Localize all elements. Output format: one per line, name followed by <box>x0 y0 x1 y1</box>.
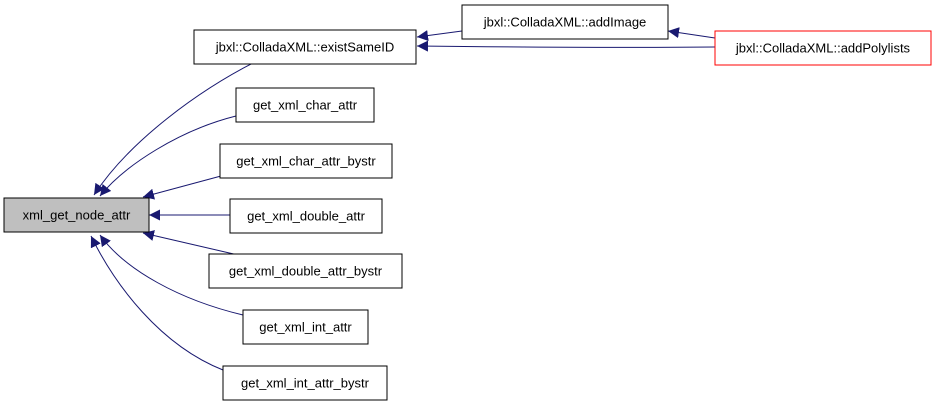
node-add-polylists-label: jbxl::ColladaXML::addPolylists <box>735 41 911 56</box>
node-exist-same-id-label: jbxl::ColladaXML::existSameID <box>215 40 394 55</box>
edge-double-attr-bystr-to-root <box>142 230 239 256</box>
node-get-char-attr-bystr-label: get_xml_char_attr_bystr <box>236 154 376 169</box>
edge-add-polylists-to-exist-same-id <box>416 40 716 52</box>
node-get-double-attr-label: get_xml_double_attr <box>247 209 365 224</box>
edge-int-attr-bystr-to-root <box>90 235 224 371</box>
node-get-double-attr[interactable]: get_xml_double_attr <box>229 198 383 234</box>
node-add-image[interactable]: jbxl::ColladaXML::addImage <box>461 4 669 40</box>
node-get-double-attr-bystr-label: get_xml_double_attr_bystr <box>229 264 383 279</box>
node-add-polylists[interactable]: jbxl::ColladaXML::addPolylists <box>714 30 932 66</box>
node-get-char-attr-bystr[interactable]: get_xml_char_attr_bystr <box>219 143 393 179</box>
edge-add-polylists-to-add-image <box>667 27 716 39</box>
node-get-int-attr-bystr[interactable]: get_xml_int_attr_bystr <box>222 365 388 401</box>
node-root[interactable]: xml_get_node_attr <box>3 197 150 233</box>
node-get-int-attr-bystr-label: get_xml_int_attr_bystr <box>241 376 370 391</box>
edge-add-image-to-exist-same-id <box>416 30 463 41</box>
node-get-char-attr-label: get_xml_char_attr <box>253 98 358 113</box>
node-get-int-attr-label: get_xml_int_attr <box>259 320 352 335</box>
node-exist-same-id[interactable]: jbxl::ColladaXML::existSameID <box>193 29 417 65</box>
node-add-image-label: jbxl::ColladaXML::addImage <box>483 15 647 30</box>
node-get-double-attr-bystr[interactable]: get_xml_double_attr_bystr <box>208 253 403 289</box>
node-get-int-attr[interactable]: get_xml_int_attr <box>242 309 369 345</box>
edge-exist-same-id-to-root <box>93 61 256 196</box>
edge-char-attr-to-root <box>99 115 237 197</box>
edge-int-attr-to-root <box>99 234 244 316</box>
node-get-char-attr[interactable]: get_xml_char_attr <box>235 87 375 123</box>
edge-char-attr-bystr-to-root <box>142 175 222 200</box>
node-root-label: xml_get_node_attr <box>23 208 131 223</box>
